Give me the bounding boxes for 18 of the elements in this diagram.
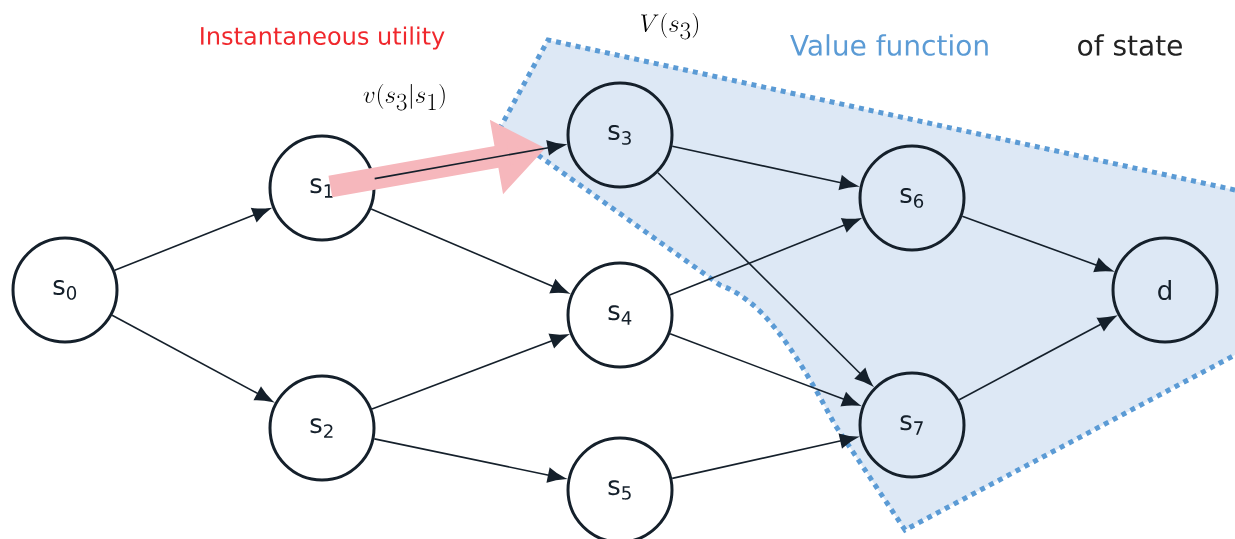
arrow	[373, 438, 566, 483]
formula-label: $v(s_3|s_1)$	[363, 83, 445, 111]
text-label: of state	[1078, 34, 1182, 56]
arrow	[111, 314, 273, 403]
arrow	[371, 333, 568, 410]
arrow	[961, 215, 1113, 273]
arrow	[370, 208, 569, 294]
arrow	[669, 333, 860, 407]
arrow	[671, 145, 858, 190]
text-label: Value function	[790, 34, 988, 56]
arrow	[113, 207, 271, 272]
arrow	[657, 171, 873, 386]
arrow	[373, 140, 566, 180]
arrow	[671, 433, 858, 480]
arrow	[668, 218, 861, 296]
formula-label: $V(s_3)$	[641, 12, 699, 40]
arrow	[958, 315, 1116, 401]
text-label: Instantaneous utility	[201, 26, 445, 50]
